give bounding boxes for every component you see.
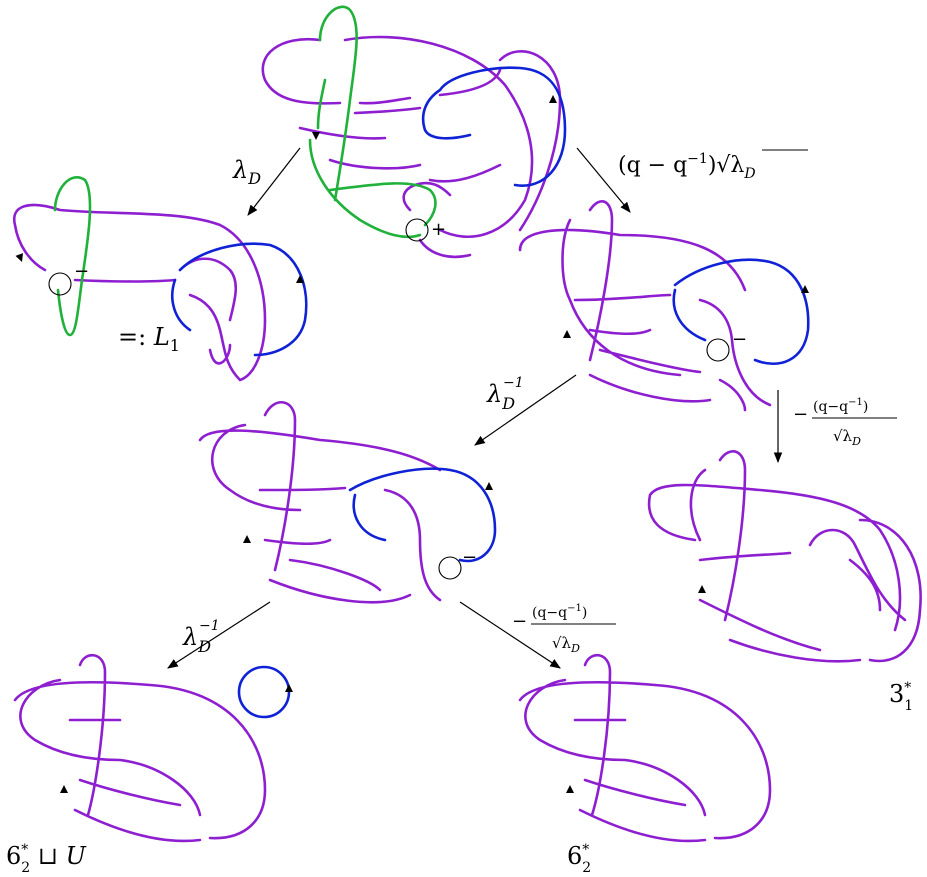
c-purple-arrowhead (243, 535, 251, 543)
bl-blue-unknot (237, 665, 291, 719)
l1-crossing-circle (48, 272, 72, 296)
top-link-diagram: + (261, 5, 567, 259)
top-blue-arrowhead (549, 95, 557, 103)
rm-blue-arrowhead (801, 285, 809, 293)
svg-text:√λD: √λD (552, 634, 580, 655)
top-green-arrowhead (312, 132, 320, 140)
label-lambda-d-inv-1: λD−1 (486, 375, 524, 413)
l1-blue-strand (170, 242, 308, 357)
l1-purple-strand (12, 203, 267, 382)
arrow-center-to-bottom-left (167, 601, 271, 669)
t-purple-arrowhead (698, 585, 706, 593)
rm-purple-arrowhead (563, 330, 571, 338)
l1-purple-arrowhead (15, 253, 24, 262)
l1-blue-arrowhead (296, 275, 304, 283)
rm-purple-strand-2 (698, 298, 772, 407)
label-L1: =: L1 (118, 323, 180, 355)
bl-blue-arrowhead (285, 684, 293, 692)
c-purple-strand (198, 401, 442, 604)
label-knot-6-2: 6*2 (567, 842, 591, 876)
bottom-left-diagram (13, 654, 293, 843)
bl-purple-arrowhead (60, 785, 68, 793)
top-crossing-circle (405, 218, 429, 242)
left-link-diagram: − (12, 176, 308, 382)
l1-sign-minus: − (74, 261, 89, 282)
rm-crossing-circle (706, 338, 730, 362)
svg-text:√λD: √λD (833, 427, 861, 448)
c-crossing-circle (438, 556, 462, 580)
top-blue-strand (421, 66, 567, 187)
l1-green-strand (53, 176, 92, 337)
rm-sign-minus: − (732, 329, 747, 350)
label-knot-6-2-union-U: 6*2 ⊔ U (6, 842, 87, 876)
label-fraction-bottom: − (q−q−1) √λD (512, 603, 616, 655)
label-lambda-d: λD (232, 156, 261, 188)
t-purple-strand (647, 450, 907, 663)
trefoil-diagram (647, 450, 922, 663)
c-blue-strand (348, 467, 497, 563)
c-sign-minus: − (462, 547, 477, 568)
svg-text:−: − (793, 404, 808, 425)
label-knot-3-1: 3*1 (889, 680, 913, 714)
top-sign-plus: + (431, 219, 446, 240)
svg-text:(q−q−1): (q−q−1) (532, 603, 587, 621)
rm-blue-strand (672, 258, 810, 365)
arrow-center-to-bottom-middle (459, 601, 561, 669)
c-blue-arrowhead (485, 482, 493, 490)
label-coefficient-top-right: (q − q−1)√λD (618, 151, 756, 182)
bm-purple-arrowhead (566, 785, 574, 793)
svg-text:(q−q−1): (q−q−1) (813, 397, 868, 415)
bm-purple-strand (518, 654, 772, 843)
arrow-right-to-center (474, 374, 577, 446)
svg-text:−: − (512, 611, 527, 632)
arrow-top-to-right (576, 147, 631, 213)
label-lambda-d-inv-2: λD−1 (182, 618, 220, 656)
arrow-top-to-left (247, 147, 301, 216)
bl-purple-strand (13, 654, 267, 843)
center-link-diagram: − (198, 401, 497, 604)
bottom-middle-diagram (518, 654, 772, 843)
t-purple-strand-2 (858, 518, 922, 663)
top-green-strand (308, 5, 437, 239)
label-fraction-right: − (q−q−1) √λD (793, 397, 897, 448)
right-link-diagram: − (518, 200, 810, 412)
rm-purple-strand (518, 200, 747, 412)
